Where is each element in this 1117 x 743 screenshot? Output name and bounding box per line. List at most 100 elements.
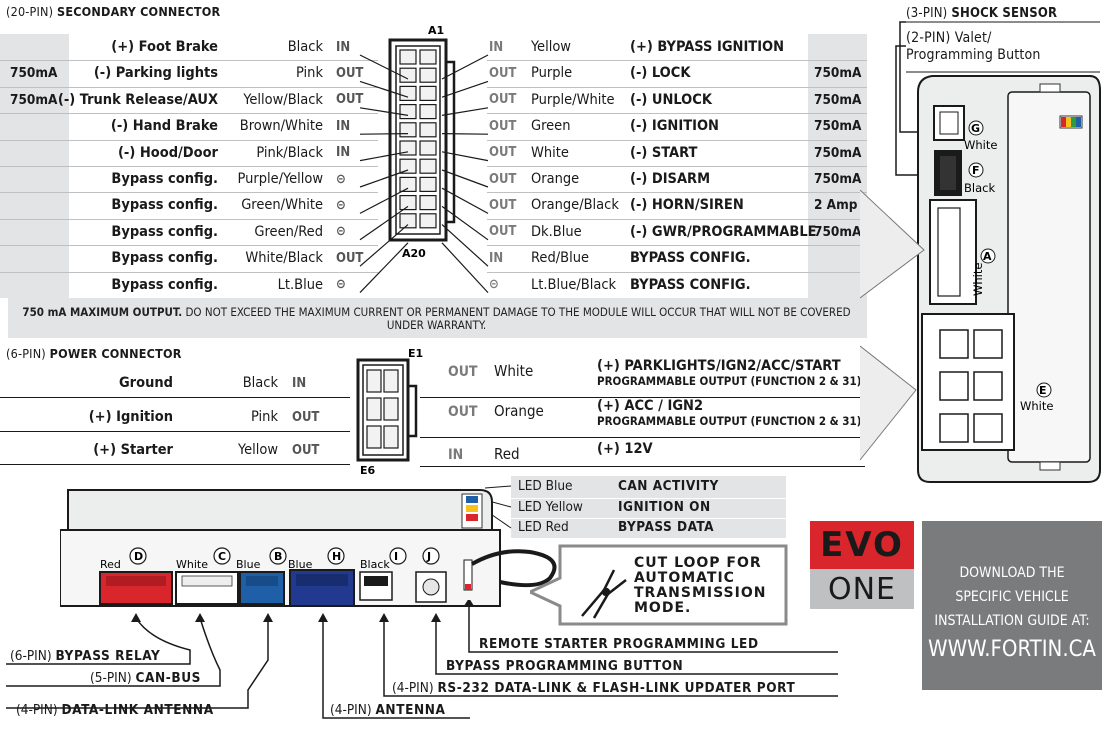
- direction: ⊝: [489, 277, 499, 293]
- wire-line: [441, 224, 489, 267]
- direction: OUT: [489, 118, 517, 134]
- current-rating: 750mA: [814, 144, 862, 161]
- connector-pin: [399, 176, 417, 192]
- secondary-left-row: Bypass config.Green/White⊝: [0, 192, 378, 218]
- row-separator: [487, 192, 867, 194]
- bottom-leader-lines: [6, 600, 838, 719]
- connector-pin: [419, 67, 437, 83]
- row-separator: [487, 113, 867, 115]
- row-separator: [0, 218, 378, 220]
- wire-line: [359, 224, 409, 267]
- direction: IN: [489, 39, 504, 55]
- connector-pin: [399, 140, 417, 156]
- function-label: Bypass config.: [111, 250, 218, 267]
- wire-color: White/Black: [245, 250, 323, 267]
- warning-text: DO NOT EXCEED THE MAXIMUM CURRENT OR PER…: [182, 305, 851, 332]
- wire-color: Green/Red: [254, 223, 323, 240]
- download-url[interactable]: WWW.FORTIN.CA: [928, 637, 1096, 662]
- header-bold: SECONDARY CONNECTOR: [57, 4, 221, 19]
- connector-pin: [419, 140, 437, 156]
- function-sublabel: PROGRAMMABLE OUTPUT (FUNCTION 2 & 31): [597, 414, 862, 428]
- function-label: Bypass config.: [111, 171, 218, 187]
- row-separator: [0, 397, 350, 398]
- wire-line: [359, 169, 409, 188]
- connector-pin: [419, 176, 437, 192]
- row-separator: [0, 192, 378, 194]
- port-f-letter: F: [972, 164, 980, 177]
- connector-pin: [399, 213, 417, 229]
- connector-pin: [366, 369, 382, 393]
- port-letter: I: [394, 550, 398, 563]
- connector-pin: [383, 369, 399, 393]
- port-letter: C: [218, 550, 226, 563]
- function-label: Bypass config.: [111, 197, 218, 214]
- direction: IN: [336, 39, 351, 55]
- port-badge: [129, 547, 147, 565]
- connector-pin: [399, 158, 417, 174]
- wire-line: [441, 187, 489, 214]
- connector-pin: [399, 195, 417, 211]
- led-meaning: IGNITION ON: [618, 498, 711, 515]
- wire-color: Red/Blue: [531, 250, 589, 267]
- direction: IN: [336, 118, 351, 134]
- direction: OUT: [489, 145, 517, 161]
- row-separator: [487, 218, 867, 220]
- row-separator: [511, 497, 786, 499]
- direction: OUT: [489, 92, 517, 108]
- connector-pin: [419, 49, 437, 65]
- antenna-port-label: (4-PIN) ANTENNA: [330, 702, 446, 718]
- direction: ⊝: [336, 171, 346, 187]
- led-meaning: BYPASS DATA: [618, 519, 715, 535]
- programming-led-label: REMOTE STARTER PROGRAMMING LED: [479, 636, 759, 652]
- secondary-left-row: Bypass config.Lt.Blue⊝: [0, 272, 378, 298]
- evo-text: EVO: [820, 525, 904, 565]
- wire-color: White: [531, 144, 569, 161]
- port-badge: [213, 547, 231, 565]
- function-label: (+) 12V: [597, 441, 653, 457]
- port-color: Red: [100, 558, 121, 571]
- valet-line2: Programming Button: [906, 47, 1041, 63]
- connector-pin: [419, 103, 437, 120]
- function-label: (-) Hood/Door: [117, 144, 218, 161]
- direction: OUT: [292, 442, 320, 458]
- wire-line: [359, 80, 409, 98]
- module-side-graphic: G White F Black A White E White: [860, 21, 1101, 483]
- bypass-relay-label: (6-PIN) BYPASS RELAY: [10, 648, 161, 664]
- function-label: Bypass config.: [111, 223, 218, 240]
- port-color: White: [176, 558, 208, 571]
- connector-pin: [366, 425, 382, 449]
- connector-pin: [419, 195, 437, 211]
- wire-color: Pink/Black: [256, 144, 323, 161]
- port-badge: [422, 547, 440, 565]
- connector-pin: [383, 397, 399, 421]
- direction: ⊝: [336, 277, 346, 293]
- port-letter: J: [426, 550, 431, 563]
- wire-color: Black: [287, 39, 323, 55]
- function-label: (-) HORN/SIREN: [630, 197, 744, 214]
- current-rating: 750mA: [814, 91, 862, 108]
- direction: OUT: [489, 65, 517, 81]
- wire-color: Orange: [531, 171, 580, 187]
- wire-line: [441, 80, 489, 98]
- direction: OUT: [489, 171, 517, 187]
- function-label: (-) GWR/PROGRAMMABLE: [630, 223, 817, 240]
- wire-color: Black: [242, 375, 278, 391]
- row-separator: [0, 139, 378, 141]
- wire-line: [441, 169, 489, 188]
- wire-line: [441, 133, 489, 135]
- row-separator: [0, 60, 378, 62]
- secondary-connector-header: (20-PIN) SECONDARY CONNECTOR: [6, 4, 220, 19]
